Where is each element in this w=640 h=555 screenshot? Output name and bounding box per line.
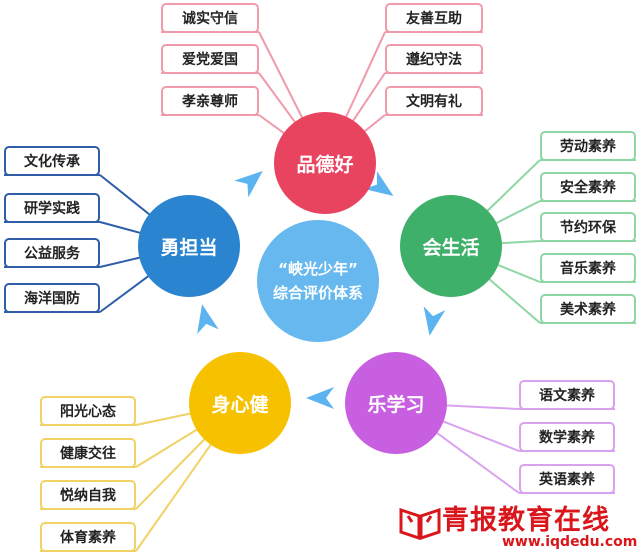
node-dandang: 勇担当 bbox=[138, 195, 240, 297]
leaf-shenghuo-2: 安全素养 bbox=[540, 172, 636, 202]
watermark-brand: 青报教育在线 bbox=[442, 505, 610, 536]
connector-line bbox=[485, 275, 541, 324]
node-dandang-label: 勇担当 bbox=[160, 236, 218, 259]
node-xuexi-label: 乐学习 bbox=[367, 393, 425, 416]
node-shenghuo: 会生活 bbox=[400, 195, 502, 297]
connector-line bbox=[494, 262, 541, 283]
cycle-arrow-icon bbox=[197, 304, 219, 334]
connector-line bbox=[343, 31, 386, 121]
book-logo-icon bbox=[399, 507, 441, 541]
connector-line bbox=[258, 114, 288, 137]
leaf-shenxin-3: 悦纳自我 bbox=[40, 480, 136, 510]
cycle-arrow-icon bbox=[234, 171, 263, 198]
connector-line bbox=[492, 200, 541, 226]
leaf-shenxin-1: 阳光心态 bbox=[40, 396, 136, 426]
node-pinde: 品德好 bbox=[274, 112, 376, 214]
connector-line bbox=[484, 159, 541, 215]
cycle-arrow-icon bbox=[364, 170, 394, 197]
leaf-dandang-1: 文化传承 bbox=[4, 146, 100, 176]
center-subtitle: 综合评价体系 bbox=[272, 284, 363, 302]
leaf-shenghuo-3: 节约环保 bbox=[540, 212, 636, 242]
connector-line bbox=[135, 440, 214, 552]
connector-line bbox=[99, 255, 144, 268]
leaf-shenghuo-4: 音乐素养 bbox=[540, 253, 636, 283]
leaf-pinde-5: 遵纪守法 bbox=[385, 44, 483, 74]
leaf-xuexi-2: 数学素养 bbox=[519, 422, 615, 452]
cycle-arrow-icon bbox=[306, 387, 334, 409]
connector-line bbox=[135, 435, 208, 510]
connector-line bbox=[439, 419, 520, 452]
node-shenxin-label: 身心健 bbox=[211, 393, 269, 416]
leaf-xuexi-3: 英语素养 bbox=[519, 464, 615, 494]
watermark-url: www.iqdedu.com bbox=[502, 534, 638, 550]
leaf-dandang-3: 公益服务 bbox=[4, 238, 100, 268]
node-shenghuo-label: 会生活 bbox=[422, 236, 480, 259]
node-shenxin: 身心健 bbox=[189, 352, 291, 454]
connector-line bbox=[258, 72, 299, 126]
leaf-pinde-6: 文明有礼 bbox=[385, 86, 483, 116]
leaf-pinde-2: 爱党爱国 bbox=[161, 44, 259, 74]
connector-line bbox=[433, 429, 520, 494]
leaf-shenxin-2: 健康交往 bbox=[40, 438, 136, 468]
center-circle: “峡光少年” 综合评价体系 bbox=[257, 220, 379, 342]
leaf-pinde-1: 诚实守信 bbox=[161, 3, 259, 33]
connector-line bbox=[99, 273, 152, 313]
connector-line bbox=[135, 411, 195, 426]
leaf-shenghuo-1: 劳动素养 bbox=[540, 131, 636, 161]
leaf-dandang-4: 海洋国防 bbox=[4, 283, 100, 313]
connector-line bbox=[442, 404, 520, 410]
center-title: “峡光少年” bbox=[278, 260, 358, 278]
connector-line bbox=[135, 426, 201, 468]
connector-line bbox=[497, 240, 541, 245]
connector-line bbox=[99, 174, 153, 218]
connector-line bbox=[258, 31, 305, 122]
connector-line bbox=[361, 114, 386, 135]
node-pinde-label: 品德好 bbox=[296, 153, 354, 176]
leaf-dandang-2: 研学实践 bbox=[4, 193, 100, 223]
leaf-shenghuo-5: 美术素养 bbox=[540, 294, 636, 324]
connector-line bbox=[350, 72, 386, 125]
leaf-pinde-3: 孝亲尊师 bbox=[161, 86, 259, 116]
cycle-arrow-icon bbox=[423, 306, 446, 336]
leaf-pinde-4: 友善互助 bbox=[385, 3, 483, 33]
node-xuexi: 乐学习 bbox=[345, 352, 447, 454]
watermark: 青报教育在线 www.iqdedu.com bbox=[398, 496, 638, 554]
connector-line bbox=[99, 221, 144, 235]
leaf-xuexi-1: 语文素养 bbox=[519, 380, 615, 410]
leaf-shenxin-4: 体育素养 bbox=[40, 522, 136, 552]
